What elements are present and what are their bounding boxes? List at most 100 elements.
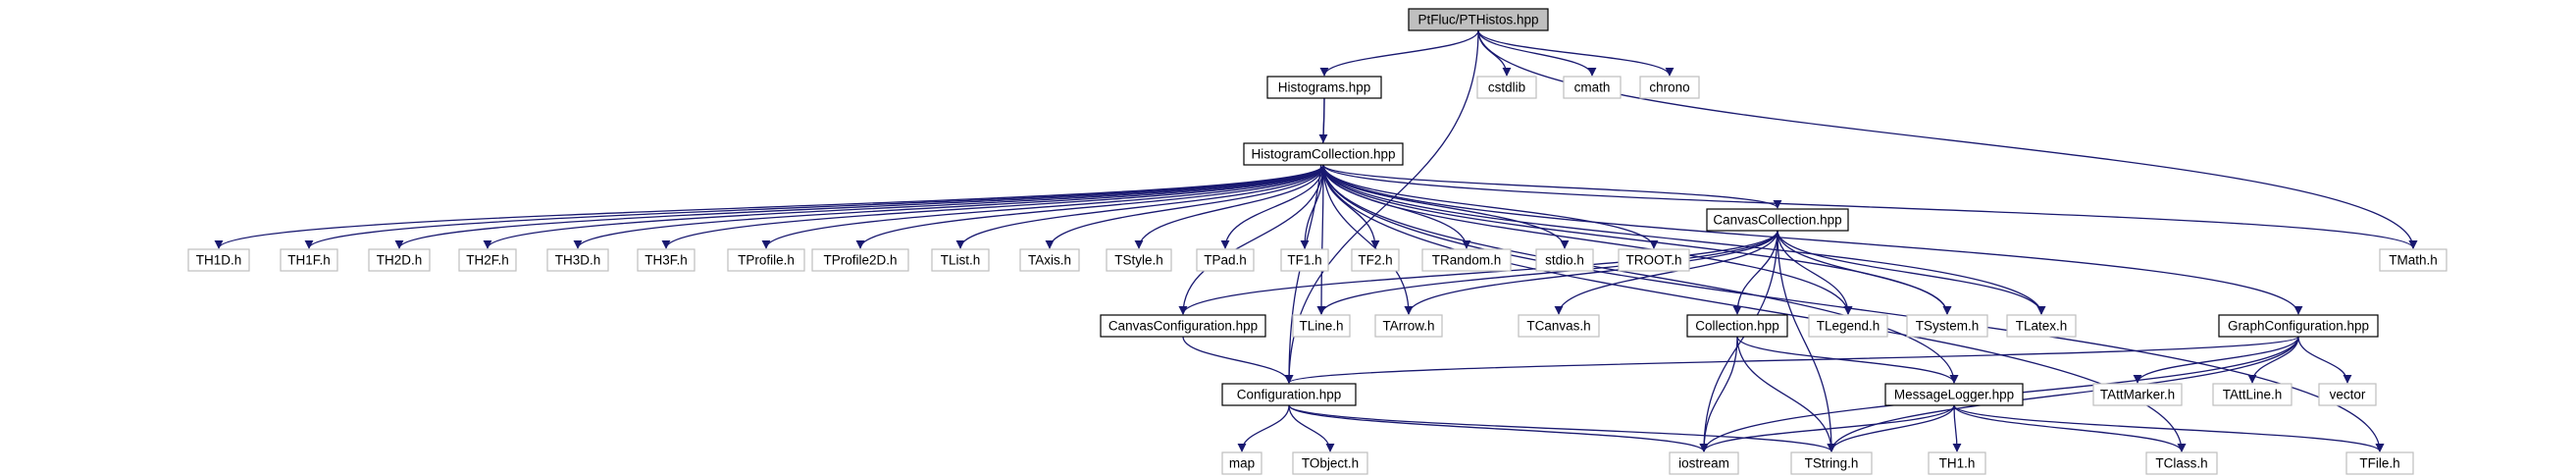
node-msglogger[interactable]: MessageLogger.hpp xyxy=(1884,383,2024,406)
node-box-configuration xyxy=(1221,383,1357,406)
node-label-tstyle: TStyle.h xyxy=(1114,253,1163,268)
node-box-tfile xyxy=(2345,451,2414,475)
node-box-taxis xyxy=(1019,248,1080,272)
node-box-tsystem xyxy=(1906,314,1988,338)
edge-configuration-to-map xyxy=(1237,404,1290,452)
node-th3d: TH3D.h xyxy=(546,248,609,272)
node-label-tlatex: TLatex.h xyxy=(2016,319,2068,334)
edge-canvcoll-to-tstring xyxy=(1777,230,1836,452)
node-box-th1 xyxy=(1928,451,1986,475)
node-histcoll[interactable]: HistogramCollection.hpp xyxy=(1243,142,1404,166)
node-label-graphconf: GraphConfiguration.hpp xyxy=(2228,319,2369,334)
node-label-tlegend: TLegend.h xyxy=(1817,319,1880,334)
node-cstdlib: cstdlib xyxy=(1476,76,1537,99)
node-box-tmath xyxy=(2379,248,2447,272)
node-chrono: chrono xyxy=(1639,76,1700,99)
node-box-iostream xyxy=(1669,451,1739,475)
node-label-th1: TH1.h xyxy=(1939,456,1976,471)
node-canvcoll[interactable]: CanvasCollection.hpp xyxy=(1706,208,1849,232)
node-th2d: TH2D.h xyxy=(368,248,431,272)
node-label-tf2: TF2.h xyxy=(1358,253,1392,268)
node-stdio: stdio.h xyxy=(1535,248,1594,272)
edge-histcoll-to-troot xyxy=(1322,164,1659,249)
edge-canvcoll-to-tline xyxy=(1316,230,1778,315)
node-box-th2d xyxy=(368,248,431,272)
node-label-cmath: cmath xyxy=(1574,80,1611,95)
node-tline: TLine.h xyxy=(1292,314,1351,338)
edge-histcoll-to-th1d xyxy=(214,164,1324,249)
edge-canvcoll-to-tcanvas xyxy=(1554,230,1778,315)
edge-root-to-histograms xyxy=(1319,29,1479,77)
node-box-tlatex xyxy=(2006,314,2077,338)
edge-configuration-to-iostream xyxy=(1288,404,1709,452)
node-root[interactable]: PtFluc/PTHistos.hpp xyxy=(1408,8,1549,31)
edge-histcoll-to-th1f xyxy=(304,164,1324,249)
node-tfile: TFile.h xyxy=(2345,451,2414,475)
node-box-vector xyxy=(2318,383,2377,406)
node-label-tline: TLine.h xyxy=(1299,319,1343,334)
node-label-tarrow: TArrow.h xyxy=(1382,319,1434,334)
node-label-th3d: TH3D.h xyxy=(555,253,601,268)
edge-canvconf-to-configuration xyxy=(1182,336,1294,384)
node-th1d: TH1D.h xyxy=(187,248,250,272)
node-tclass: TClass.h xyxy=(2145,451,2218,475)
edge-graphconf-to-configuration xyxy=(1284,336,2299,384)
node-label-th3f: TH3F.h xyxy=(644,253,688,268)
node-trandom: TRandom.h xyxy=(1421,248,1512,272)
node-box-msglogger xyxy=(1884,383,2024,406)
node-box-troot xyxy=(1618,248,1690,272)
node-canvconf[interactable]: CanvasConfiguration.hpp xyxy=(1100,314,1266,338)
node-box-cmath xyxy=(1563,76,1622,99)
node-collection[interactable]: Collection.hpp xyxy=(1686,314,1788,338)
node-tlatex: TLatex.h xyxy=(2006,314,2077,338)
node-label-configuration: Configuration.hpp xyxy=(1237,388,1342,402)
edge-histcoll-to-th2f xyxy=(483,164,1324,249)
node-tstyle: TStyle.h xyxy=(1106,248,1172,272)
node-histograms[interactable]: Histograms.hpp xyxy=(1266,76,1382,99)
node-label-histograms: Histograms.hpp xyxy=(1278,80,1371,95)
node-tstring: TString.h xyxy=(1790,451,1873,475)
node-tpad: TPad.h xyxy=(1196,248,1255,272)
node-tlegend: TLegend.h xyxy=(1808,314,1888,338)
edge-histcoll-to-msglogger xyxy=(1322,164,1959,384)
node-label-tlist: TList.h xyxy=(941,253,981,268)
node-graphconf[interactable]: GraphConfiguration.hpp xyxy=(2218,314,2379,338)
edge-canvcoll-to-tlegend xyxy=(1777,230,1853,315)
node-tlist: TList.h xyxy=(931,248,990,272)
edge-histcoll-to-tprofile xyxy=(761,164,1324,249)
edge-histcoll-to-tmath xyxy=(1322,164,2418,249)
edge-histcoll-to-tarrow xyxy=(1322,164,1414,315)
node-label-tpad: TPad.h xyxy=(1204,253,1247,268)
node-configuration[interactable]: Configuration.hpp xyxy=(1221,383,1357,406)
node-label-iostream: iostream xyxy=(1678,456,1729,471)
node-tmath: TMath.h xyxy=(2379,248,2447,272)
edge-canvcoll-to-tsystem xyxy=(1777,230,1952,315)
edge-canvcoll-to-tarrow xyxy=(1404,230,1778,315)
node-tsystem: TSystem.h xyxy=(1906,314,1988,338)
node-vector: vector xyxy=(2318,383,2377,406)
edge-histcoll-to-stdio xyxy=(1322,164,1570,249)
edge-graphconf-to-vector xyxy=(2297,336,2352,384)
node-box-th1d xyxy=(187,248,250,272)
edge-histcoll-to-th3f xyxy=(661,164,1324,249)
node-box-cstdlib xyxy=(1476,76,1537,99)
node-label-canvconf: CanvasConfiguration.hpp xyxy=(1108,319,1258,334)
edge-histcoll-to-th2d xyxy=(394,164,1324,249)
node-taxis: TAxis.h xyxy=(1019,248,1080,272)
node-box-graphconf xyxy=(2218,314,2379,338)
node-label-troot: TROOT.h xyxy=(1625,253,1681,268)
edge-histcoll-to-graphconf xyxy=(1322,164,2303,315)
node-th3f: TH3F.h xyxy=(637,248,696,272)
node-cmath: cmath xyxy=(1563,76,1622,99)
node-tf1: TF1.h xyxy=(1280,248,1329,272)
node-tarrow: TArrow.h xyxy=(1374,314,1443,338)
node-label-tmath: TMath.h xyxy=(2389,253,2438,268)
edge-histcoll-to-tlatex xyxy=(1322,164,2046,315)
node-label-histcoll: HistogramCollection.hpp xyxy=(1251,147,1395,162)
node-label-tf1: TF1.h xyxy=(1287,253,1321,268)
node-label-tfile: TFile.h xyxy=(2359,456,2399,471)
node-tf2: TF2.h xyxy=(1351,248,1400,272)
node-label-tprofile2d: TProfile2D.h xyxy=(823,253,897,268)
node-label-tobject: TObject.h xyxy=(1302,456,1359,471)
